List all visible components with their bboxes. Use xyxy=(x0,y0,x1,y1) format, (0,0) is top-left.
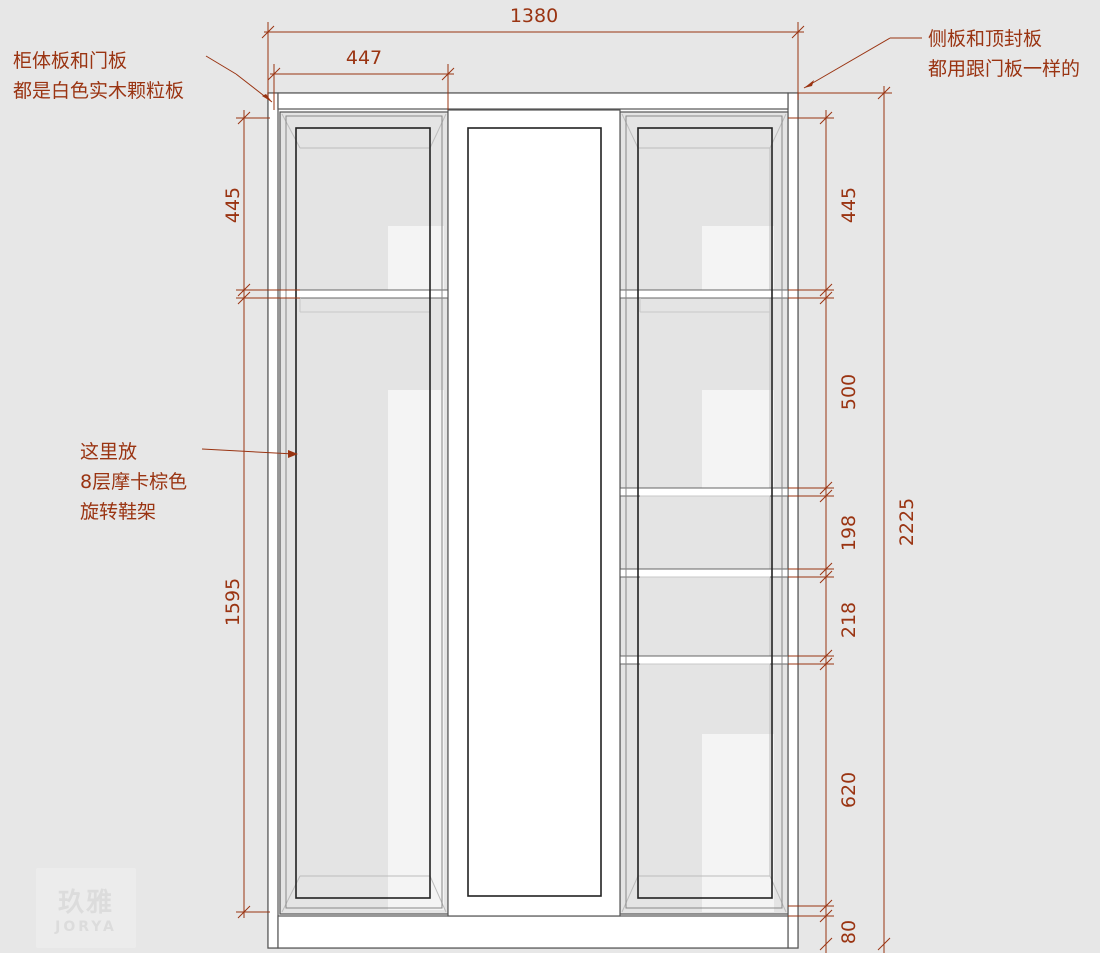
side-note: 侧板和顶封板 都用跟门板一样的 xyxy=(928,24,1080,84)
board-note-line-2: 都是白色实木颗粒板 xyxy=(13,80,185,102)
side-note-line-2: 都用跟门板一样的 xyxy=(928,58,1081,80)
left-side-panel xyxy=(267,92,279,949)
shoe-rack-note: 这里放 8层摩卡棕色 旋转鞋架 xyxy=(80,437,187,527)
watermark-en: JORYA xyxy=(55,918,117,935)
board-note-leader xyxy=(205,55,237,75)
dimension-lines xyxy=(201,22,922,953)
dim-door-width: 447 xyxy=(346,47,382,69)
right-door-frame xyxy=(637,127,773,899)
shoe-rack-leader xyxy=(201,448,295,455)
shoe-rack-note-line-1: 这里放 xyxy=(80,441,138,463)
top-panel xyxy=(277,92,789,110)
dim-right-3: 198 xyxy=(838,515,860,551)
board-note: 柜体板和门板 都是白色实木颗粒板 xyxy=(13,46,184,106)
right-shelf-1 xyxy=(619,289,789,299)
interior-perspective-lines xyxy=(281,113,787,913)
dim-right-4: 218 xyxy=(838,602,860,638)
left-door xyxy=(285,115,443,909)
dim-plinth: 80 xyxy=(838,920,860,944)
right-side-panel xyxy=(787,92,799,949)
right-shelf-3 xyxy=(619,568,789,578)
right-shelf-2 xyxy=(619,487,789,497)
right-door xyxy=(625,115,783,909)
center-door xyxy=(447,109,621,917)
jorya-watermark-logo: 玖雅 JORYA xyxy=(36,868,136,948)
dim-right-5: 620 xyxy=(838,772,860,808)
shoe-rack-note-line-2: 8层摩卡棕色 xyxy=(80,471,188,493)
dim-total-height: 2225 xyxy=(896,498,918,546)
board-note-line-1: 柜体板和门板 xyxy=(13,50,128,72)
shoe-rack-note-line-3: 旋转鞋架 xyxy=(80,501,157,523)
dim-right-1: 445 xyxy=(838,187,860,223)
dim-total-width: 1380 xyxy=(510,5,558,27)
dimension-labels: 1380 447 445 1595 445 500 198 218 620 80… xyxy=(222,5,918,944)
dim-left-top: 445 xyxy=(222,187,244,223)
dim-left-lower: 1595 xyxy=(222,578,244,626)
left-shelf xyxy=(279,289,449,299)
interior-highlights xyxy=(388,226,774,912)
watermark-cn: 玖雅 xyxy=(57,887,114,918)
right-shelf-4 xyxy=(619,655,789,665)
center-door-panel xyxy=(467,127,602,897)
left-door-frame xyxy=(295,127,431,899)
plinth xyxy=(277,915,789,949)
side-note-line-1: 侧板和顶封板 xyxy=(928,28,1043,50)
dim-right-2: 500 xyxy=(838,374,860,410)
